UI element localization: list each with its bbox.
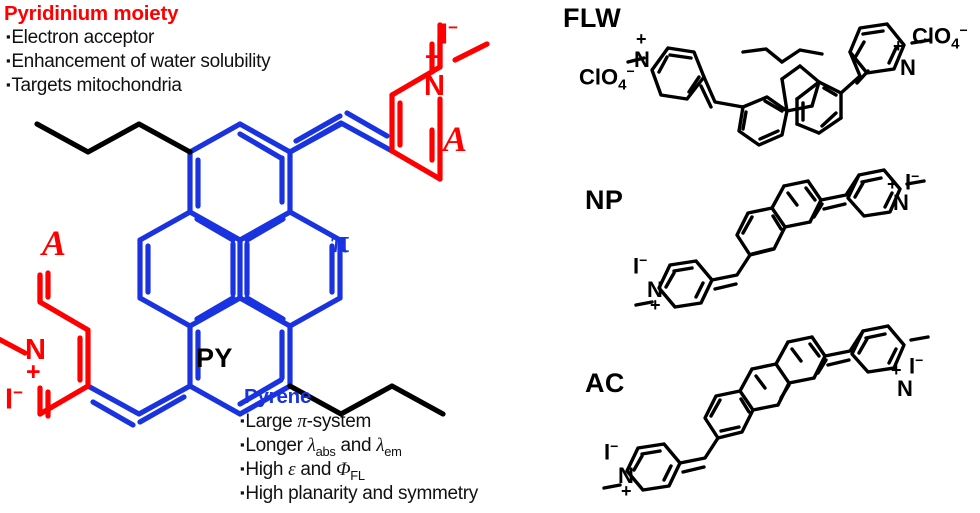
py-nitrogen-lower: N — [25, 334, 46, 366]
pyridinium-ring-upper — [389, 22, 490, 182]
np-iodide-left: I− — [633, 252, 648, 279]
np-structure — [634, 168, 926, 309]
bullet-prefix: High — [245, 459, 289, 480]
flw-perchlorate-left: ClO4− — [579, 63, 635, 94]
flw-vinyl-left — [702, 75, 745, 109]
callout-pyridinium-heading: Pyridinium moiety — [4, 2, 179, 25]
annotation-acceptor-left: A — [42, 223, 67, 263]
ac-iodide-left: I− — [604, 438, 619, 465]
bullet-text: Targets mitochondria — [11, 75, 182, 96]
ac-nitrogen-left: N — [618, 463, 634, 488]
py-plus-upper: + — [425, 43, 440, 71]
bullet-mid: and — [335, 435, 377, 456]
bullet-prefix: High planarity and symmetry — [245, 483, 478, 504]
np-nitrogen-left: N — [647, 277, 663, 302]
annotation-pi-bridge: π — [331, 224, 350, 260]
flw-fluorene-core — [737, 64, 843, 147]
flw-ethyl-groups — [741, 47, 824, 64]
bullet-prefix: Longer — [245, 435, 308, 456]
np-plus-left: + — [650, 295, 661, 315]
np-naphthalene-core — [735, 179, 824, 257]
bullet-text: Enhancement of water solubility — [11, 51, 271, 72]
flw-vinyl-right — [839, 50, 862, 95]
greek-lambda-em: λ — [376, 435, 385, 456]
flw-nitrogen-left: N — [634, 47, 650, 72]
vinyl-bridge-upper — [287, 110, 395, 155]
greek-lambda-abs: λ — [307, 435, 316, 456]
bullet-prefix: Large — [245, 411, 298, 432]
ac-nitrogen-right: N — [897, 376, 913, 401]
subscript-fl: FL — [350, 467, 365, 483]
np-nitrogen-right: N — [893, 190, 909, 215]
flw-nitrogen-right: N — [900, 55, 916, 80]
butyl-chain-lower-right — [287, 383, 446, 417]
np-iodide-right: I− — [905, 168, 920, 195]
py-structure — [0, 22, 490, 428]
bullet-suffix: -system — [306, 411, 372, 432]
ac-pyridinium-right — [850, 324, 930, 374]
callout-pyrene-bullet-3: ▪High planarity and symmetry — [240, 483, 478, 504]
callout-pyrene-bullet-0: ▪Large π-system — [240, 411, 372, 432]
flw-pyridinium-right — [848, 22, 932, 75]
py-plus-lower: + — [26, 358, 41, 386]
callout-pyridinium-bullet-1: ▪Enhancement of water solubility — [6, 51, 271, 72]
callout-pyrene-bullet-1: ▪Longer λabs and λem — [240, 435, 402, 459]
callout-pyridinium-bullet-2: ▪Targets mitochondria — [6, 75, 182, 96]
py-nitrogen-upper: N — [424, 70, 445, 102]
greek-phi: Φ — [336, 459, 351, 480]
callout-pyridinium-bullet-0: ▪Electron acceptor — [6, 27, 155, 48]
flw-plus-left: + — [636, 29, 647, 49]
molecule-name-ac: AC — [585, 368, 625, 398]
vinyl-bridge-lower — [85, 383, 193, 428]
greek-epsilon: ε — [288, 459, 296, 480]
molecule-name-np: NP — [585, 185, 624, 215]
subscript-abs: abs — [315, 443, 336, 459]
ac-plus-right: + — [891, 360, 902, 380]
py-iodide-lower: I− — [5, 383, 23, 416]
greek-pi: π — [297, 411, 307, 432]
bullet-mid: and — [295, 459, 337, 480]
ac-vinyl-left — [678, 436, 720, 465]
pyrene-core — [137, 121, 343, 417]
callout-pyrene-heading: Pyrene — [244, 385, 312, 408]
np-vinyl-left — [710, 253, 752, 282]
pyridinium-ring-lower — [0, 270, 91, 419]
flw-plus-right: + — [893, 36, 904, 56]
py-iodide-upper: I− — [440, 18, 458, 51]
flw-perchlorate-right: ClO4− — [912, 22, 968, 53]
ac-plus-left: + — [621, 481, 632, 501]
butyl-chain-upper-left — [34, 121, 193, 155]
ac-anthracene-core — [703, 335, 828, 440]
bullet-text: Electron acceptor — [11, 27, 155, 48]
ac-structure — [602, 324, 930, 492]
ac-iodide-right: I− — [909, 352, 924, 379]
np-plus-right: + — [887, 174, 898, 194]
subscript-em: em — [384, 443, 402, 459]
molecule-name-py: PY — [196, 343, 233, 373]
molecule-name-flw: FLW — [563, 3, 622, 33]
callout-pyrene-bullet-2: ▪High ε and ΦFL — [240, 459, 365, 483]
annotation-acceptor-right: A — [443, 119, 468, 159]
flw-structure — [626, 22, 932, 147]
np-pyridinium-right — [846, 168, 926, 218]
